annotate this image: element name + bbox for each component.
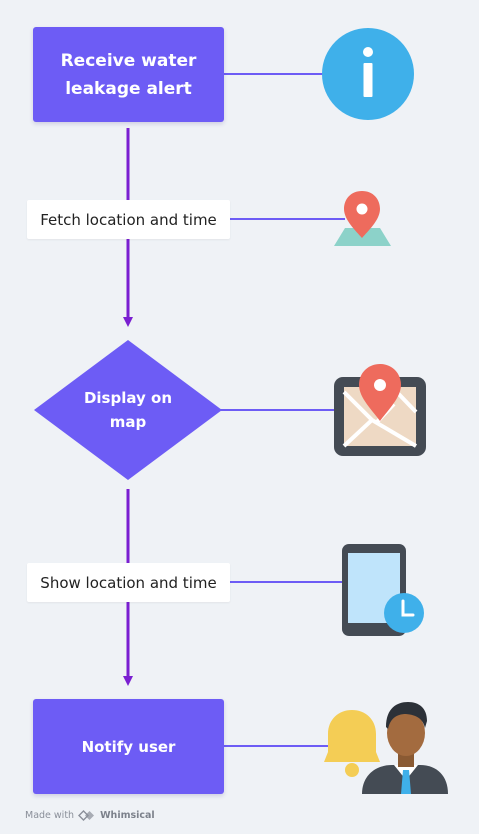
receive-alert-label: Receive water leakage alert — [60, 50, 197, 99]
fetch-location-label-box: Fetch location and time — [27, 200, 230, 239]
map-icon — [334, 364, 426, 456]
notify-user-label: Notify user — [81, 737, 176, 756]
whimsical-brand-text: Whimsical — [100, 809, 155, 821]
location-pin-icon — [334, 191, 391, 246]
made-with-text: Made with — [25, 809, 75, 821]
fetch-location-label: Fetch location and time — [40, 210, 217, 229]
display-map-diamond — [34, 340, 222, 480]
footer-badge[interactable]: Made with Whimsical — [25, 807, 155, 823]
display-map-text-box: Display on map — [78, 384, 178, 436]
show-location-label-box: Show location and time — [27, 563, 230, 602]
show-location-label: Show location and time — [40, 573, 217, 592]
whimsical-logo-icon — [78, 809, 95, 821]
tablet-clock-icon — [342, 544, 424, 636]
receive-alert-node: Receive water leakage alert — [33, 27, 224, 122]
notify-user-node: Notify user — [33, 699, 224, 794]
info-icon — [322, 28, 414, 120]
bell-user-icon — [324, 702, 448, 794]
display-map-label: Display on map — [83, 389, 173, 431]
